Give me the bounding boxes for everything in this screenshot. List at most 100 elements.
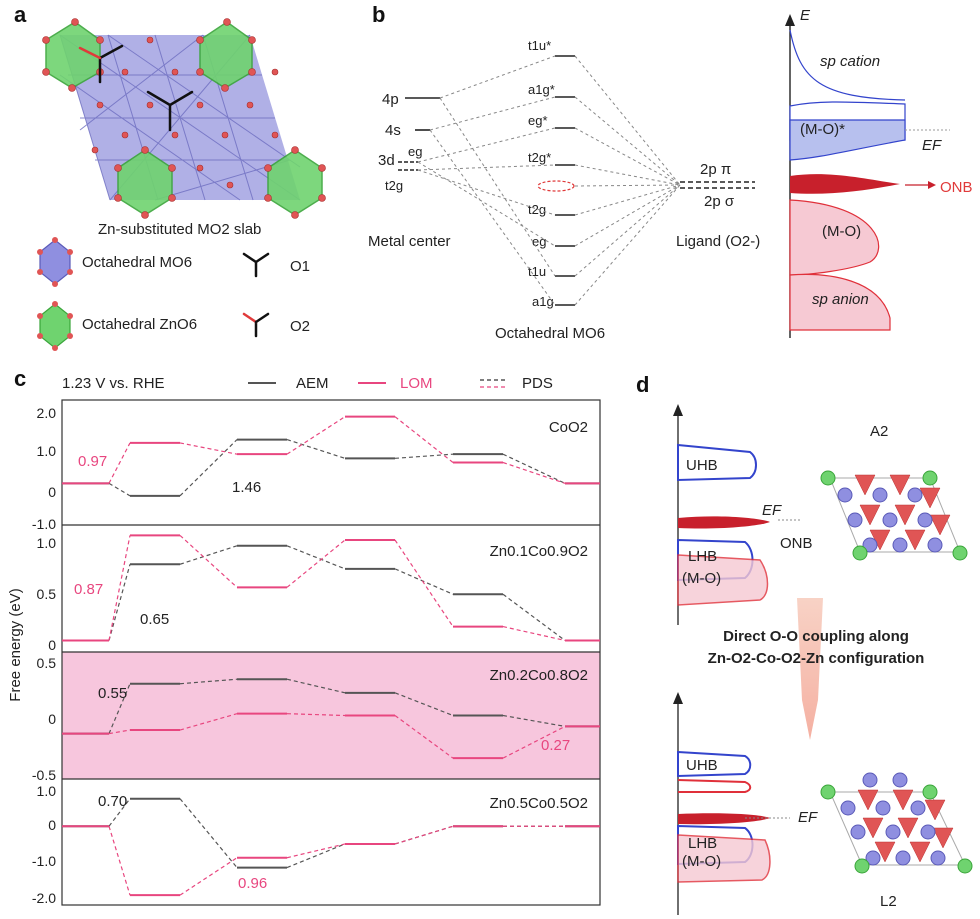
aem-connector-0-1 [179, 439, 238, 497]
legend-lom: LOM [400, 375, 433, 392]
top-band-diagram: UHB LHB (M-O) EF ONB [673, 404, 813, 625]
y-axis-label: Free energy (eV) [7, 588, 24, 701]
l2-structure [820, 772, 973, 874]
ligand-levels [680, 181, 755, 189]
structure-a2-label: A2 [870, 423, 888, 440]
tick-2-2: -0.5 [32, 767, 56, 783]
legend-mo6-label: Octahedral MO6 [82, 254, 192, 271]
fermi-label-b: EF [922, 137, 942, 154]
aem-pds-1: 0.65 [140, 611, 169, 628]
lom-connector-3-0 [108, 826, 131, 896]
m-o-antibonding-band [789, 119, 906, 161]
panel-c-label: c [14, 366, 26, 391]
panel-a: a [14, 2, 326, 351]
aem-connector-1-4 [502, 593, 566, 641]
fermi-label-bottom: EF [798, 809, 818, 826]
tick-1-0: 1.0 [37, 535, 57, 551]
correlation-lines [417, 55, 681, 306]
band-diagram: E sp cation (M-O)* (M-O) sp anion EF ONB [785, 7, 973, 338]
slab-caption: Zn-substituted MO2 slab [98, 221, 261, 238]
aem-connector-0-0 [108, 482, 131, 497]
tick-0-1: 1.0 [37, 443, 57, 459]
legend-o2-label: O2 [290, 318, 310, 335]
lom-pds-1: 0.87 [74, 581, 103, 598]
aem-connector-2-2 [286, 678, 346, 694]
lom-connector-2-1 [179, 713, 238, 731]
tick-0-3: -1.0 [32, 516, 56, 532]
tick-2-1: 0 [48, 711, 56, 727]
o1-icon [242, 252, 270, 278]
aem-connector-2-4 [502, 714, 566, 727]
legend-zno6: Octahedral ZnO6 O2 [37, 301, 310, 351]
lom-connector-0-0 [108, 442, 131, 484]
tick-2-0: 0.5 [37, 655, 57, 671]
aem-connector-1-2 [286, 545, 346, 570]
subplot-title-1: Zn0.1Co0.9O2 [490, 543, 588, 560]
aem-pds-0: 1.46 [232, 479, 261, 496]
aem-connector-0-3 [394, 453, 454, 459]
level-t1u: t1u [528, 264, 546, 279]
tick-0-2: 0 [48, 484, 56, 500]
ligand-caption: Ligand (O2-) [676, 233, 760, 250]
mo-label-bottom: (M-O) [682, 853, 721, 870]
onb-label-b: ONB [940, 179, 973, 196]
aem-connector-2-1 [179, 678, 238, 685]
level-3d: 3d [378, 152, 395, 169]
level-2p-pi: 2p π [700, 161, 731, 178]
panel-a-label: a [14, 2, 27, 27]
panel-d: d UHB LHB (M-O) EF ONB A2 [636, 372, 973, 915]
mo-levels [555, 55, 575, 306]
level-t1u-star: t1u* [528, 38, 551, 53]
aem-connector-3-1 [179, 798, 238, 868]
level-4s: 4s [385, 122, 401, 139]
tick-3-2: -1.0 [32, 853, 56, 869]
lhb-label-bottom: LHB [688, 835, 717, 852]
legend-mo6: Octahedral MO6 O1 [37, 237, 310, 287]
aem-connector-0-4 [502, 453, 566, 484]
level-eg-star: eg* [528, 113, 548, 128]
tick-1-1: 0.5 [37, 586, 57, 602]
aem-connector-2-0 [108, 683, 131, 734]
level-2p-sigma: 2p σ [704, 193, 735, 210]
energy-profiles [62, 415, 600, 897]
lom-connector-3-2 [286, 843, 346, 859]
aem-pds-2: 0.55 [98, 685, 127, 702]
onb-band [790, 174, 900, 194]
level-eg-metal: eg [408, 144, 422, 159]
panel-b: b 4p 4s 3d eg t2g t1u* a1g* eg* t2g* t2g… [368, 2, 973, 342]
mo-label-top: (M-O) [682, 570, 721, 587]
lom-pds-3: 0.96 [238, 875, 267, 892]
aem-connector-1-1 [179, 545, 238, 565]
octahedral-mo6-caption: Octahedral MO6 [495, 325, 605, 342]
aem-pds-3: 0.70 [98, 793, 127, 810]
lom-connector-0-4 [502, 461, 566, 484]
subplot-title-0: CoO2 [549, 419, 588, 436]
lom-connector-2-2 [286, 713, 346, 717]
level-t2g-star: t2g* [528, 150, 551, 165]
lom-connector-1-2 [286, 539, 346, 588]
transition-arrow [797, 598, 823, 740]
panel-b-label: b [372, 2, 385, 27]
lom-connector-0-2 [286, 416, 346, 455]
tick-3-1: 0 [48, 817, 56, 833]
band-m-o-star: (M-O)* [800, 121, 845, 138]
slab-structure [42, 18, 326, 219]
sp-cation-band [789, 29, 906, 101]
subplot-title-3: Zn0.5Co0.5O2 [490, 795, 588, 812]
level-4p: 4p [382, 91, 399, 108]
lom-connector-3-1 [179, 857, 238, 896]
legend-aem: AEM [296, 375, 329, 392]
tick-0-0: 2.0 [37, 405, 57, 421]
aem-connector-3-2 [286, 843, 346, 869]
o1-site-marker [146, 90, 194, 132]
level-eg: eg [532, 234, 546, 249]
oxygen-atoms [42, 18, 326, 219]
level-t2g: t2g [528, 202, 546, 217]
legend-zno6-label: Octahedral ZnO6 [82, 316, 197, 333]
subplot-title-2: Zn0.2Co0.8O2 [490, 667, 588, 684]
band-m-o: (M-O) [822, 223, 861, 240]
lom-connector-2-4 [502, 725, 566, 759]
nonbonding-oxygen-ellipse [537, 180, 575, 192]
aem-connector-2-3 [394, 692, 454, 717]
